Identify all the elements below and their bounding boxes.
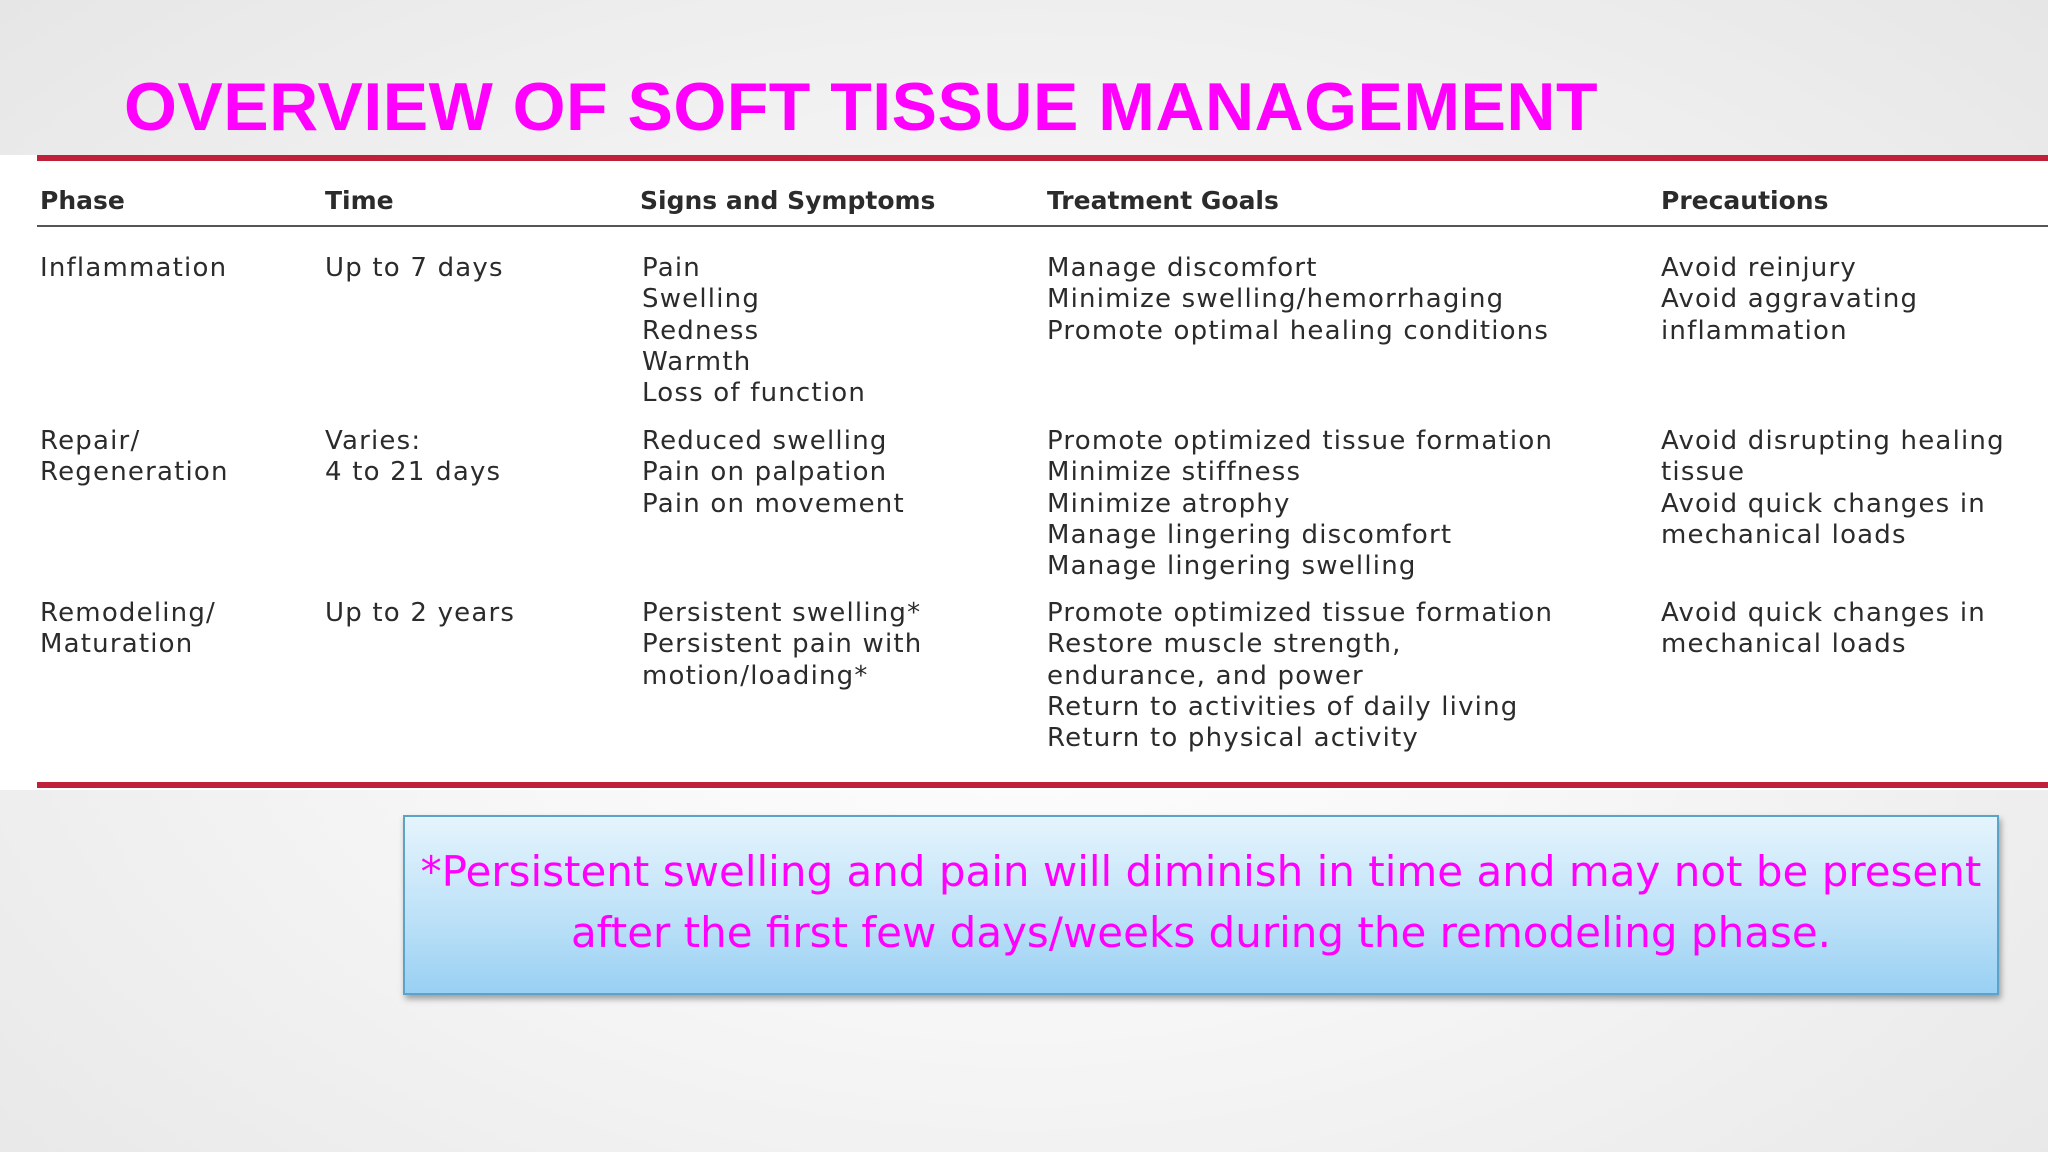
row-remodeling-precautions: Avoid quick changes in mechanical loads (1661, 598, 1986, 660)
table-panel (0, 155, 2048, 790)
header-precautions: Precautions (1661, 186, 1829, 215)
row-remodeling-time: Up to 2 years (325, 598, 516, 628)
row-repair-phase: Repair/ Regeneration (40, 426, 229, 488)
row-remodeling-signs: Persistent swelling* Persistent pain wit… (642, 598, 923, 691)
row-inflammation-signs: Pain Swelling Redness Warmth Loss of fun… (642, 253, 867, 409)
table-top-rule (37, 155, 2048, 161)
row-inflammation-time: Up to 7 days (325, 253, 504, 283)
row-repair-signs: Reduced swelling Pain on palpation Pain … (642, 426, 905, 519)
row-inflammation-phase: Inflammation (40, 253, 228, 283)
row-inflammation-precautions: Avoid reinjury Avoid aggravating inflamm… (1661, 253, 1919, 346)
header-time: Time (325, 186, 394, 215)
header-goals: Treatment Goals (1047, 186, 1279, 215)
row-inflammation-goals: Manage discomfort Minimize swelling/hemo… (1047, 253, 1550, 346)
row-remodeling-phase: Remodeling/ Maturation (40, 598, 217, 660)
row-repair-precautions: Avoid disrupting healing tissue Avoid qu… (1661, 426, 2005, 550)
header-signs: Signs and Symptoms (640, 186, 936, 215)
header-phase: Phase (40, 186, 125, 215)
row-repair-goals: Promote optimized tissue formation Minim… (1047, 426, 1554, 582)
table-bottom-rule (37, 782, 2048, 788)
footnote-box: *Persistent swelling and pain will dimin… (403, 815, 1999, 995)
row-repair-time: Varies: 4 to 21 days (325, 426, 502, 488)
slide-title: OVERVIEW OF SOFT TISSUE MANAGEMENT (124, 69, 1599, 145)
footnote-text: *Persistent swelling and pain will dimin… (420, 847, 1982, 957)
table-header-rule (37, 225, 2048, 227)
row-remodeling-goals: Promote optimized tissue formation Resto… (1047, 598, 1554, 754)
